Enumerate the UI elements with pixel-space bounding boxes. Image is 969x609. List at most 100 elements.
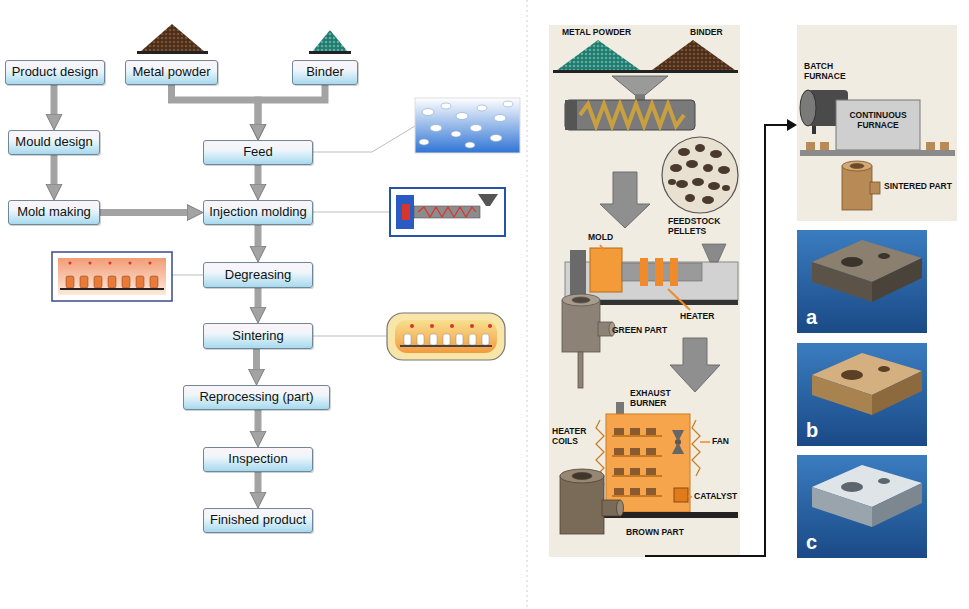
pellet-picture [456,113,468,120]
debinding-oven [596,402,738,518]
process-box: Feed [203,140,313,165]
part-label: BROWN PART [626,528,684,538]
feedstock-pellets [710,150,722,158]
part-label: GREEN PART [612,326,667,336]
debinding-oven [614,428,624,435]
box-label: Product design [12,65,99,80]
feedstock-pellets [670,164,682,172]
flow-arrow [51,155,58,190]
part-photo [878,253,890,259]
sintering-picture [410,324,492,328]
debinding-oven [692,420,700,476]
sintering-panel [797,25,957,221]
pellet-picture [470,125,482,132]
degreasing-picture [69,262,152,265]
sintering-picture [469,334,476,345]
process-box: Injection molding [203,200,313,225]
part-photo [878,478,890,484]
process-box: Metal powder [125,60,218,85]
molding-machine [668,289,690,310]
continuous-furnace [806,142,815,150]
degreasing-picture [150,276,158,288]
debinding-oven [606,414,690,512]
injection-picture [390,188,505,236]
degreasing-picture [52,252,172,301]
step-arrow [670,338,720,392]
process-panel [652,40,735,70]
extruder [565,76,695,130]
green-part [578,352,583,388]
injection-picture [402,204,410,220]
box-label: Feed [243,145,273,160]
extruder [580,104,684,126]
debinding-oven [672,442,684,454]
green-part [572,297,590,303]
debinding-oven [646,468,656,475]
green-part [562,294,615,388]
part-photo [841,370,863,380]
feedstock-pellets [702,196,714,204]
flow-arrow [51,85,58,120]
debinding-oven [646,428,656,435]
part-photo [841,257,863,267]
process-box: Degreasing [203,262,313,288]
sintering-picture [450,324,454,328]
process-box: Product design [5,60,105,85]
sintering-picture [482,334,489,345]
sintering-panel [797,25,957,221]
part-photo [878,366,890,372]
part-photo [812,375,872,415]
degreasing-picture [129,262,132,265]
flow-arrow [253,349,260,375]
debinding-oven [612,495,662,497]
feedstock-pellets [685,194,695,202]
part-label: FAN [712,437,729,447]
sintering-picture [470,324,474,328]
extruder [612,76,668,95]
green-part [609,322,615,336]
box-label: Metal powder [132,65,210,80]
degreasing-picture [122,276,130,288]
molding-machine [590,248,622,292]
box-label: Mold making [17,205,91,220]
sintering-picture [387,313,505,360]
pellet-picture [430,125,442,132]
degreasing-picture [94,276,102,288]
pellet-picture [422,109,434,116]
brown-part [560,476,604,534]
part-photo [797,343,927,446]
debinding-oven [612,435,662,437]
pellet-picture [490,135,502,142]
powder-pile [140,24,205,52]
sintering-picture [456,334,463,345]
part-photo [797,455,927,558]
degreasing-picture [58,258,166,295]
sintering-picture [400,345,492,347]
feedstock-pellets [676,180,688,188]
molding-machine [670,258,678,286]
degreasing-picture [109,262,112,265]
feedstock-pellets [708,182,720,190]
feedstock-pellets [668,179,676,185]
part-photo [797,230,927,333]
feedstock-pellets [662,137,738,213]
powder-pile [309,51,351,54]
leader-line [172,275,203,276]
flow-line [645,125,789,556]
pellet-picture [451,131,461,137]
process-panel [553,70,738,73]
brown-part [560,469,604,483]
brown-part [617,500,624,516]
part-photo [812,262,872,302]
flow-arrow [255,472,262,498]
part-label: HEATER COILS [552,427,594,447]
green-part [562,300,600,352]
process-box: Inspection [203,447,313,472]
injection-picture [478,194,498,206]
sintering-picture [404,334,411,345]
part-label: MOLD [588,233,613,243]
feedstock-pellets [695,144,705,152]
part-label: CATALYST [694,492,737,502]
pellet-picture [419,139,429,145]
